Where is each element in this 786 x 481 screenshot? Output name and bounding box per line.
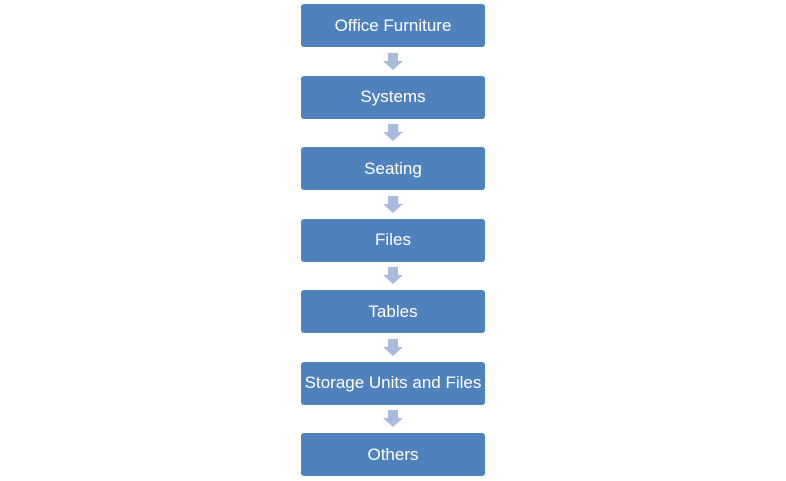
down-arrow-connector bbox=[301, 333, 485, 362]
down-arrow-icon bbox=[383, 410, 403, 428]
flow-step-2: Systems bbox=[301, 75, 485, 119]
flow-step-3: Seating bbox=[301, 147, 485, 190]
down-arrow-connector bbox=[301, 119, 485, 148]
down-arrow-connector bbox=[301, 190, 485, 219]
down-arrow-icon bbox=[383, 124, 403, 142]
flow-step-4: Files bbox=[301, 218, 485, 262]
flow-step-7: Others bbox=[301, 433, 485, 476]
down-arrow-connector bbox=[301, 405, 485, 434]
flow-step-6: Storage Units and Files bbox=[301, 361, 485, 405]
down-arrow-icon bbox=[383, 195, 403, 213]
down-arrow-icon bbox=[383, 52, 403, 70]
down-arrow-icon bbox=[383, 267, 403, 285]
down-arrow-icon bbox=[383, 338, 403, 356]
down-arrow-connector bbox=[301, 262, 485, 291]
down-arrow-connector bbox=[301, 47, 485, 76]
flow-step-1: Office Furniture bbox=[301, 4, 485, 47]
flow-step-5: Tables bbox=[301, 290, 485, 333]
